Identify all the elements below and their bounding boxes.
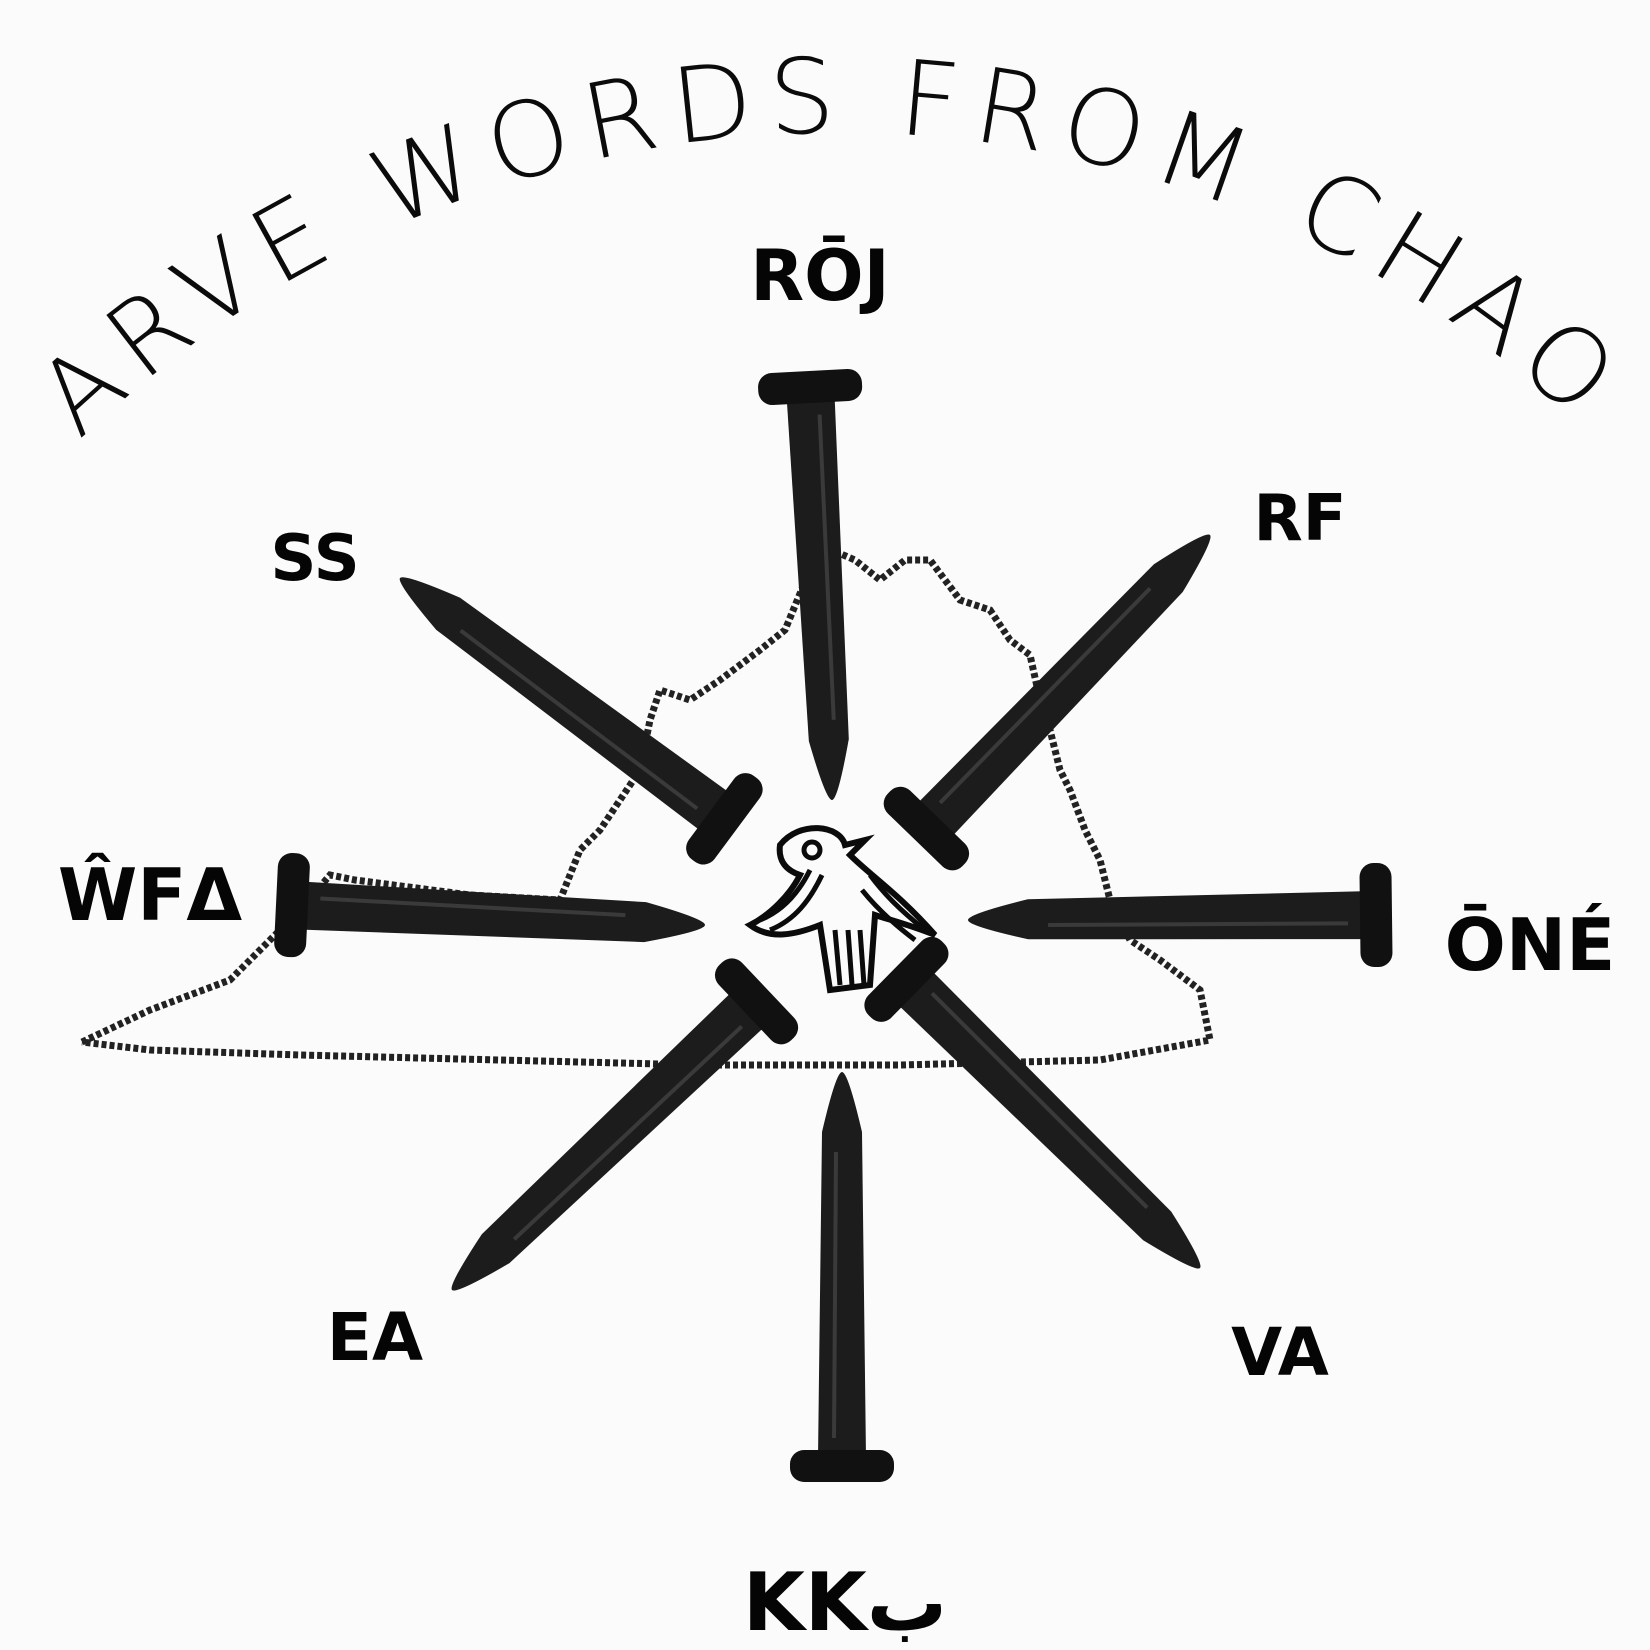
nail-left-icon [274,853,706,958]
nail-bottom-left-icon [451,958,799,1291]
nail-bottom-right-icon [864,936,1201,1269]
nail-top-left-icon [399,577,763,865]
state-outline [80,540,1215,1069]
direction-labels: RŌJ RF SS ŴFΔ ŌNÉ EA VA KKب [58,235,1615,1649]
label-top-left: SS [270,522,359,596]
label-right: ŌNÉ [1445,903,1616,987]
raven-icon [744,825,938,994]
nail-bottom-icon [790,1072,894,1482]
label-bottom-left: EA [327,1299,423,1376]
label-top-right: RF [1254,482,1347,556]
nail-top-icon [758,368,863,801]
nails-group [274,368,1393,1482]
label-bottom: KKب [743,1556,947,1649]
label-left: ŴFΔ [58,853,243,937]
label-bottom-right: VA [1231,1314,1329,1391]
label-top: RŌJ [750,235,889,317]
nail-right-icon [968,863,1393,968]
nail-top-right-icon [883,534,1211,871]
